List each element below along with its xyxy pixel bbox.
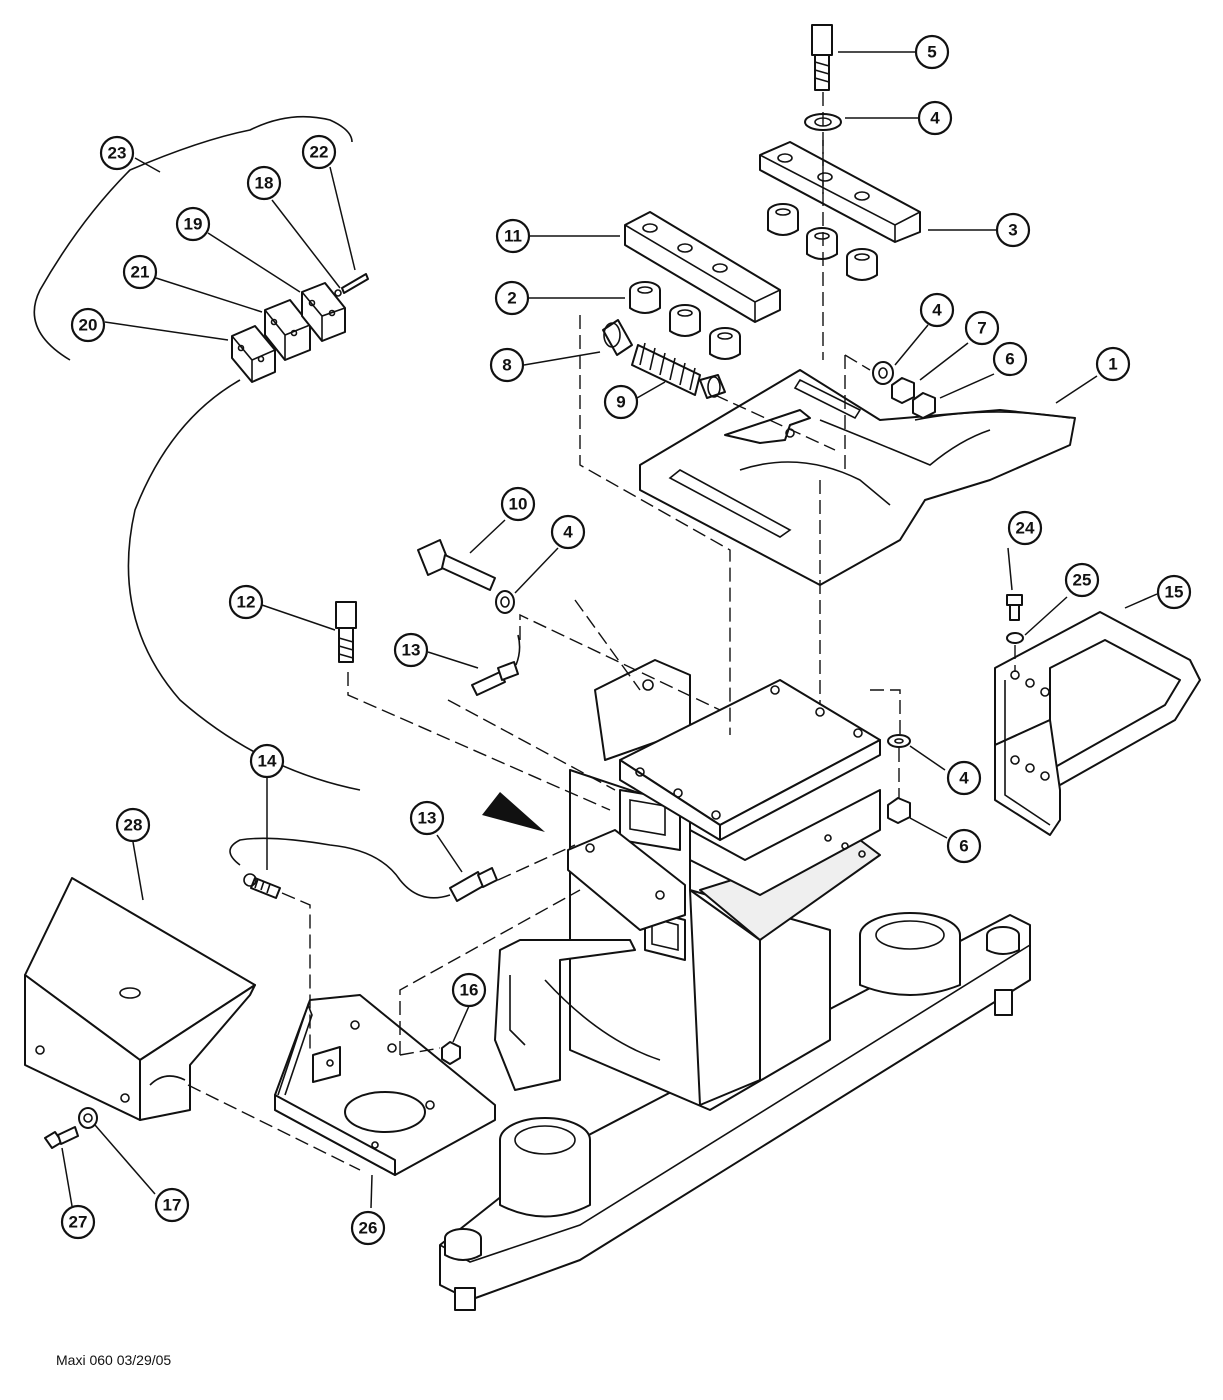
svg-text:10: 10 [509,495,528,514]
callout-15: 15 [1156,574,1192,610]
svg-text:6: 6 [959,837,968,856]
svg-text:18: 18 [255,174,274,193]
svg-text:7: 7 [977,319,986,338]
svg-text:17: 17 [163,1196,182,1215]
shim-blocks [231,273,369,383]
svg-text:24: 24 [1016,519,1035,538]
base-nuts [887,734,911,824]
callout-6-seat: 6 [992,341,1028,377]
svg-text:1: 1 [1108,355,1117,374]
svg-text:21: 21 [131,263,150,282]
callout-28: 28 [115,807,151,843]
spring-and-pin [602,319,726,399]
svg-text:25: 25 [1073,571,1092,590]
svg-text:22: 22 [310,143,329,162]
handle-15 [994,594,1201,836]
clamp-bars [624,141,921,323]
callout-4-bolt: 4 [550,514,586,550]
callout-8: 8 [489,347,525,383]
svg-text:5: 5 [927,43,936,62]
callout-13-lower: 13 [409,800,445,836]
svg-text:6: 6 [1005,350,1014,369]
seat-assembly [639,369,1076,586]
sensors [229,634,521,902]
svg-text:4: 4 [563,523,573,542]
svg-text:15: 15 [1165,583,1184,602]
callout-16: 16 [451,972,487,1008]
svg-text:27: 27 [69,1213,88,1232]
callout-17: 17 [154,1187,190,1223]
callout-3: 3 [995,212,1031,248]
callout-23: 23 [99,135,135,171]
callout-25: 25 [1064,562,1100,598]
callout-2: 2 [494,280,530,316]
svg-text:3: 3 [1008,221,1017,240]
svg-text:19: 19 [184,215,203,234]
base-frame [439,659,1031,1311]
svg-text:13: 13 [402,641,421,660]
svg-text:23: 23 [108,144,127,163]
callout-24: 24 [1007,510,1043,546]
svg-text:12: 12 [237,593,256,612]
svg-text:28: 28 [124,816,143,835]
callout-7: 7 [964,310,1000,346]
svg-text:16: 16 [460,981,479,1000]
drawing-caption: Maxi 060 03/29/05 [56,1352,172,1368]
svg-text:13: 13 [418,809,437,828]
callout-4-top: 4 [917,100,953,136]
svg-text:20: 20 [79,316,98,335]
callout-19: 19 [175,206,211,242]
mounting-plate-26 [274,994,496,1176]
svg-text:4: 4 [930,109,940,128]
callout-10: 10 [500,486,536,522]
callout-11: 11 [495,218,531,254]
callout-20: 20 [70,307,106,343]
callout-1: 1 [1095,346,1131,382]
callout-26: 26 [350,1210,386,1246]
svg-text:14: 14 [258,752,277,771]
callout-13-upper: 13 [393,632,429,668]
svg-text:4: 4 [932,301,942,320]
svg-text:11: 11 [504,227,522,246]
callout-14: 14 [249,743,285,779]
svg-text:2: 2 [507,289,516,308]
callout-9: 9 [603,384,639,420]
svg-text:9: 9 [616,393,625,412]
cover-28 [24,877,256,1121]
callout-6-base: 6 [946,828,982,864]
assembly-guide-lines [187,92,1016,1171]
side-bolts [335,539,515,663]
callout-21: 21 [122,254,158,290]
callout-27: 27 [60,1204,96,1240]
svg-text:4: 4 [959,769,969,788]
callout-4-seat: 4 [919,292,955,328]
callout-4-base: 4 [946,760,982,796]
arrow-icon [482,792,545,832]
callout-22: 22 [301,134,337,170]
bolt-27-and-washer-17 [44,1107,98,1149]
seat-nuts [872,361,936,419]
callout-18: 18 [246,165,282,201]
callout-12: 12 [228,584,264,620]
sensor-14 [243,873,281,899]
spacer-bushings [629,203,878,360]
svg-text:8: 8 [502,356,511,375]
leader-lines [61,51,1158,1209]
svg-text:26: 26 [359,1219,378,1238]
callout-5: 5 [914,34,950,70]
